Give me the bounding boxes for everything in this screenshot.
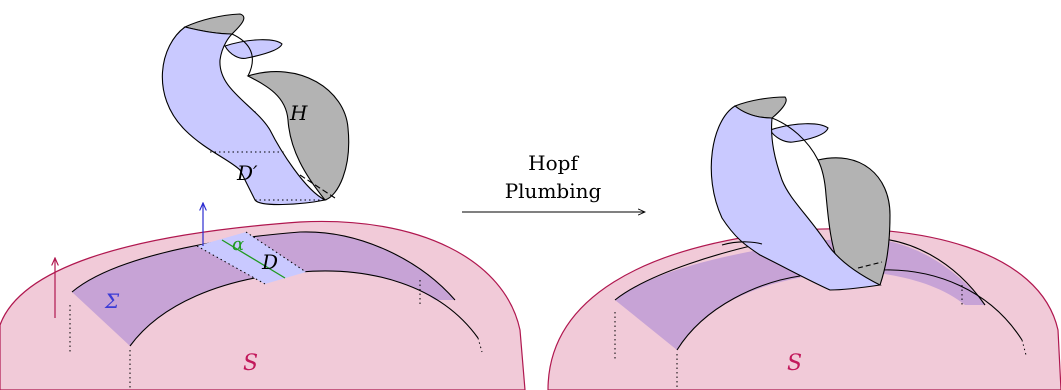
label-sigma: Σ (104, 289, 120, 313)
hopf-band-blue-twist (225, 40, 282, 59)
label-s-right: S (787, 351, 802, 376)
label-d: D (261, 250, 278, 274)
label-alpha: α (232, 234, 244, 255)
plumbed-band-blue-twist (770, 124, 828, 142)
label-s-left: S (243, 351, 258, 376)
right-figure: S (548, 97, 1061, 390)
transition-label-plumbing: Plumbing (505, 179, 602, 203)
transition-label-hopf: Hopf (528, 151, 579, 175)
left-figure: H D′ α D Σ S (0, 14, 525, 390)
transition: Hopf Plumbing (462, 151, 645, 212)
label-dprime: D′ (236, 161, 258, 185)
label-h: H (289, 101, 308, 125)
